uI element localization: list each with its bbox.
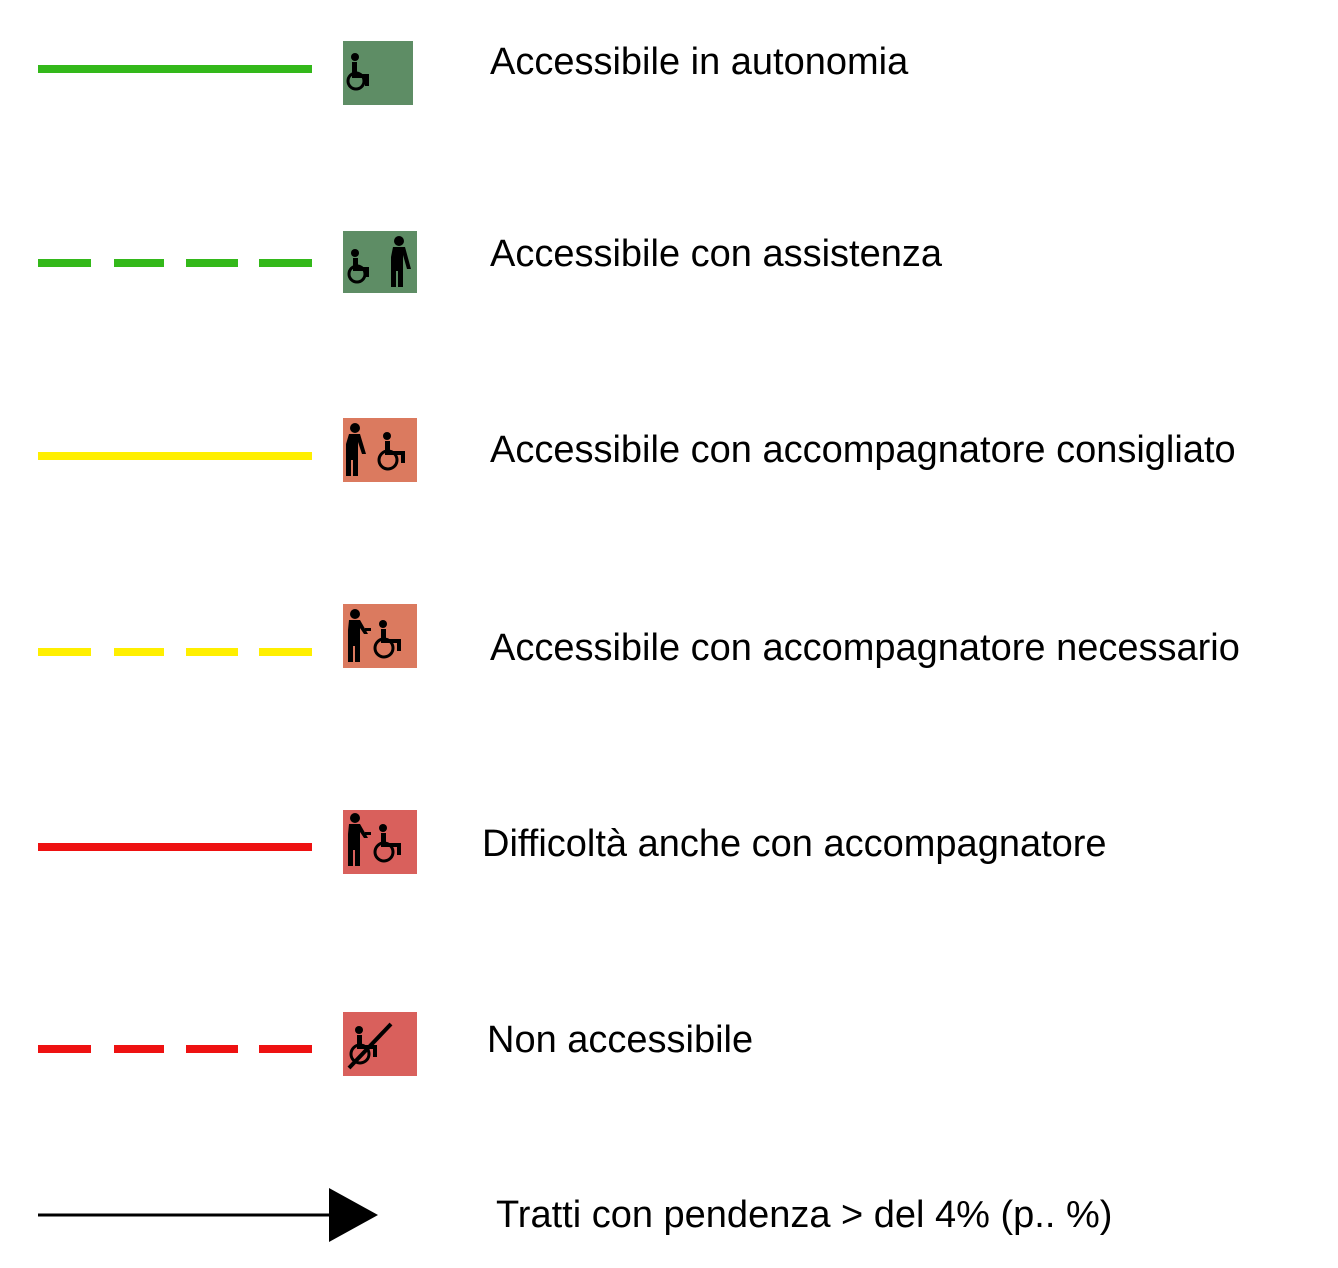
dashed-green-line	[38, 259, 312, 267]
legend-label: Difficoltà anche con accompagnatore	[482, 823, 1107, 865]
walker-with-wheelchair-icon	[343, 418, 417, 482]
legend-item-non-accessibile: Non accessibile	[0, 1012, 1338, 1092]
solid-yellow-line	[38, 452, 312, 460]
legend-item-pendenza: Tratti con pendenza > del 4% (p.. %)	[0, 1188, 1338, 1268]
solid-green-line	[38, 65, 312, 73]
legend-label: Tratti con pendenza > del 4% (p.. %)	[496, 1194, 1113, 1236]
legend-label: Non accessibile	[487, 1019, 754, 1061]
crossed-wheelchair-icon	[343, 1012, 417, 1076]
legend-label: Accessibile con assistenza	[490, 233, 942, 275]
legend-label: Accessibile con accompagnatore consiglia…	[490, 429, 1236, 471]
legend-item-autonomia: Accessibile in autonomia	[0, 30, 1338, 110]
dashed-red-line	[38, 1045, 312, 1053]
wheelchair-icon	[343, 41, 417, 105]
arrow-right-icon	[38, 1188, 378, 1242]
legend-item-difficolta: Difficoltà anche con accompagnatore	[0, 810, 1338, 890]
pusher-with-wheelchair-icon	[343, 810, 417, 874]
legend-item-assistenza: Accessibile con assistenza	[0, 222, 1338, 302]
legend-label: Accessibile in autonomia	[490, 41, 909, 83]
legend-label: Accessibile con accompagnatore necessari…	[490, 627, 1240, 669]
solid-red-line	[38, 843, 312, 851]
legend-item-consigliato: Accessibile con accompagnatore consiglia…	[0, 418, 1338, 498]
wheelchair-with-walker-icon	[343, 231, 417, 295]
pusher-with-wheelchair-icon	[343, 604, 417, 668]
dashed-yellow-line	[38, 648, 312, 656]
legend-item-necessario: Accessibile con accompagnatore necessari…	[0, 604, 1338, 692]
